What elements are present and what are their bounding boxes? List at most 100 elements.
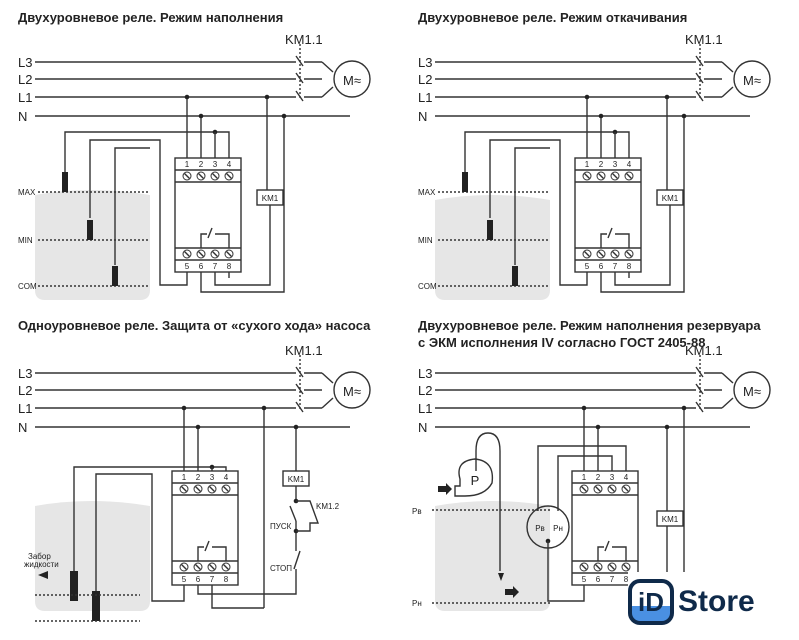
gauge-label-upper: Pв [535,524,545,533]
junction-dot [581,405,587,411]
terminal-number: 5 [182,575,187,584]
terminal-number: 4 [227,160,232,169]
screw-terminal-icon [207,562,217,572]
terminal-number: 5 [582,575,587,584]
wire [547,541,585,602]
relay-contact [212,546,227,561]
bus-label: N [418,109,427,124]
panel-3: Двухуровневое реле. Режим наполнения рез… [412,318,771,611]
liquid-tank [35,501,150,611]
screw-slot [181,486,187,492]
screw-slot [609,486,615,492]
terminal-number: 2 [596,473,601,482]
junction-dot [261,405,267,411]
bus-label: L2 [418,72,432,87]
terminal-number: 8 [627,262,632,271]
level-probe [87,220,93,240]
junction-dot [184,94,190,100]
screw-slot [581,564,587,570]
screw-terminal-icon [582,249,592,259]
terminal-number: 3 [610,473,615,482]
screw-slot [212,173,218,179]
screw-slot [223,564,229,570]
km12-contact [296,500,319,532]
level-probe [62,172,68,192]
screw-terminal-icon [196,171,206,181]
screw-terminal-icon [193,562,203,572]
screw-terminal-icon [179,484,189,494]
bus-label: L1 [18,90,32,105]
junction-dot [595,424,601,430]
screw-slot [609,564,615,570]
km12-label: KM1.2 [316,502,340,511]
terminal-number: 8 [224,575,229,584]
screw-terminal-icon [210,249,220,259]
panel-title-line2: с ЭКМ исполнения IV согласно ГОСТ 2405-8… [418,335,705,350]
bus-label: L3 [18,366,32,381]
screw-terminal-icon [207,484,217,494]
terminal-number: 4 [627,160,632,169]
bus-label: L1 [18,401,32,416]
panel-0: Двухуровневое реле. Режим наполненияL3L2… [18,10,371,300]
pump-icon [454,458,494,497]
bus-label: L3 [418,366,432,381]
bus-label: N [18,109,27,124]
contactor-label: KM1.1 [685,32,723,47]
terminal-number: 5 [185,262,190,271]
relay-contact [197,546,204,561]
contactor-label: KM1.1 [685,343,723,358]
relay-contact-icon [207,227,213,239]
relay-contact [215,233,230,248]
junction-dot [181,405,187,411]
screw-terminal-icon [193,484,203,494]
junction-dot [281,113,287,119]
terminal-number: 6 [199,262,204,271]
motor-feed [321,61,334,73]
screw-terminal-icon [624,171,634,181]
junction-dot [293,424,299,430]
motor-feed [721,397,734,409]
junction-dot [198,113,204,119]
panel-title: Двухуровневое реле. Режим наполнения рез… [418,318,761,333]
intake-label: Забор [28,552,51,561]
wire-probe [95,473,185,602]
terminal-number: 3 [210,473,215,482]
bus-label: N [418,420,427,435]
bus-label: L2 [18,72,32,87]
screw-slot [195,486,201,492]
logo-icon: iD [628,579,674,625]
bus-label: N [18,420,27,435]
wire [197,569,297,595]
terminal-number: 6 [599,262,604,271]
wire-probe-max [64,131,230,172]
motor-feed [721,86,734,98]
coil-km1 [656,510,684,527]
screw-slot [181,564,187,570]
terminal-number: 4 [224,473,229,482]
panel-title: Двухуровневое реле. Режим откачивания [418,10,687,25]
inflow-arrow-icon [438,483,452,495]
motor-label: M≈ [343,73,361,88]
screw-slot [595,486,601,492]
panel-2: Одноуровневое реле. Защита от «сухого хо… [18,318,371,622]
contactor-label: KM1.1 [285,32,323,47]
terminal-number: 1 [582,473,587,482]
screw-terminal-icon [610,171,620,181]
terminal-number: 5 [585,262,590,271]
panel-1: Двухуровневое реле. Режим откачиванияL3L… [418,10,771,300]
screw-terminal-icon [621,562,631,572]
screw-terminal-icon [224,249,234,259]
terminal-number: 4 [624,473,629,482]
pump-pipe [475,432,501,571]
liquid-tank [435,501,550,611]
screw-terminal-icon [624,249,634,259]
motor-icon [333,371,371,409]
logo-text: Store [678,585,755,618]
screw-slot [198,173,204,179]
motor-feed [721,372,734,384]
intake-label: жидкости [24,560,59,569]
screw-terminal-icon [593,484,603,494]
level-label-MAX: MAX [18,188,36,197]
